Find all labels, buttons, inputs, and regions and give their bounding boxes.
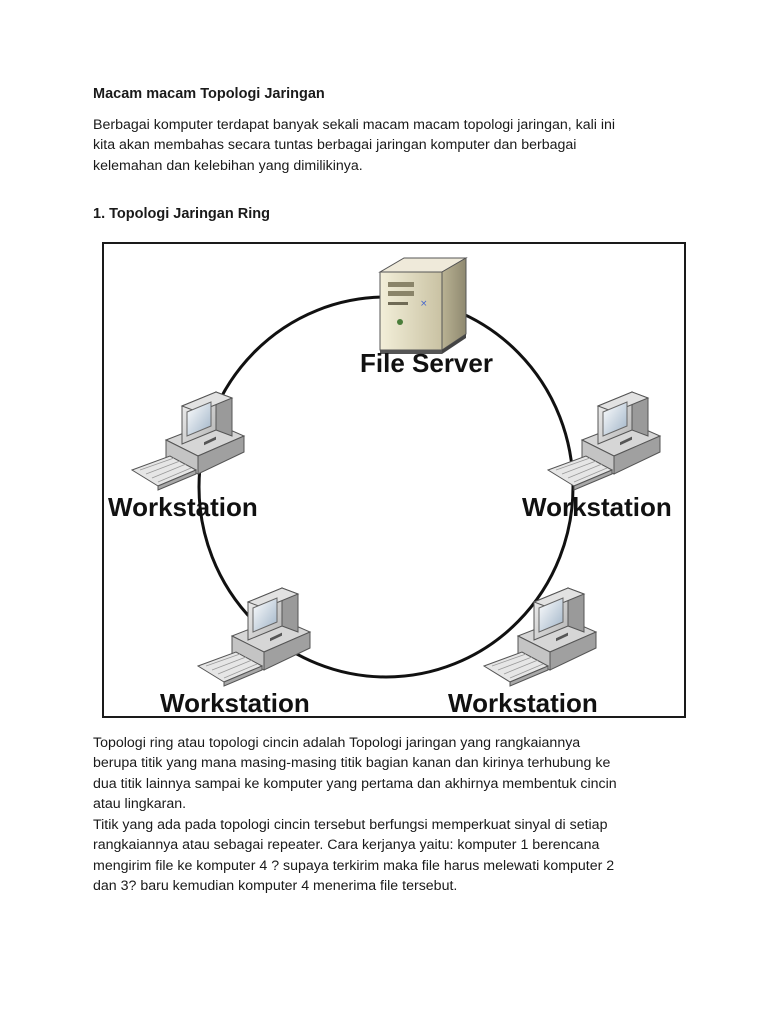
ring-description-paragraph: Topologi ring atau topologi cincin adala… bbox=[93, 733, 689, 814]
paragraph-line: mengirim file ke komputer 4 ? supaya ter… bbox=[93, 857, 615, 874]
workstation-label: Workstation bbox=[108, 492, 258, 522]
paragraph-line: dan 3? baru kemudian komputer 4 menerima… bbox=[93, 877, 458, 894]
workstation-label: Workstation bbox=[160, 688, 310, 716]
svg-text:×: × bbox=[420, 299, 428, 309]
paragraph-line: berupa titik yang mana masing-masing tit… bbox=[93, 755, 611, 772]
ring-topology-diagram: × File Server Workstation Workstation Wo… bbox=[102, 242, 686, 718]
workstation-label: Workstation bbox=[522, 492, 672, 522]
intro-paragraph: Berbagai komputer terdapat banyak sekali… bbox=[93, 115, 689, 176]
paragraph-line: atau lingkaran. bbox=[93, 795, 187, 812]
intro-line: Berbagai komputer terdapat banyak sekali… bbox=[93, 117, 616, 133]
document-title: Macam macam Topologi Jaringan bbox=[93, 86, 325, 102]
file-server-icon: × bbox=[378, 257, 468, 354]
workstation-icon bbox=[197, 587, 311, 687]
paragraph-line: dua titik lainnya sampai ke komputer yan… bbox=[93, 775, 617, 792]
paragraph-line: rangkaiannya atau sebagai repeater. Cara… bbox=[93, 837, 600, 854]
workstation-icon bbox=[131, 391, 245, 491]
paragraph-line: Titik yang ada pada topologi cincin ters… bbox=[93, 817, 608, 833]
intro-line: kita akan membahas secara tuntas berbaga… bbox=[93, 137, 577, 154]
workstation-label: Workstation bbox=[448, 688, 598, 716]
file-server-label: File Server bbox=[360, 348, 493, 378]
intro-line: kelemahan dan kelebihan yang dimilikinya… bbox=[93, 157, 363, 174]
section-heading: 1. Topologi Jaringan Ring bbox=[93, 206, 270, 222]
workstation-icon bbox=[547, 391, 661, 491]
paragraph-line: Topologi ring atau topologi cincin adala… bbox=[93, 735, 581, 751]
ring-working-paragraph: Titik yang ada pada topologi cincin ters… bbox=[93, 815, 689, 896]
